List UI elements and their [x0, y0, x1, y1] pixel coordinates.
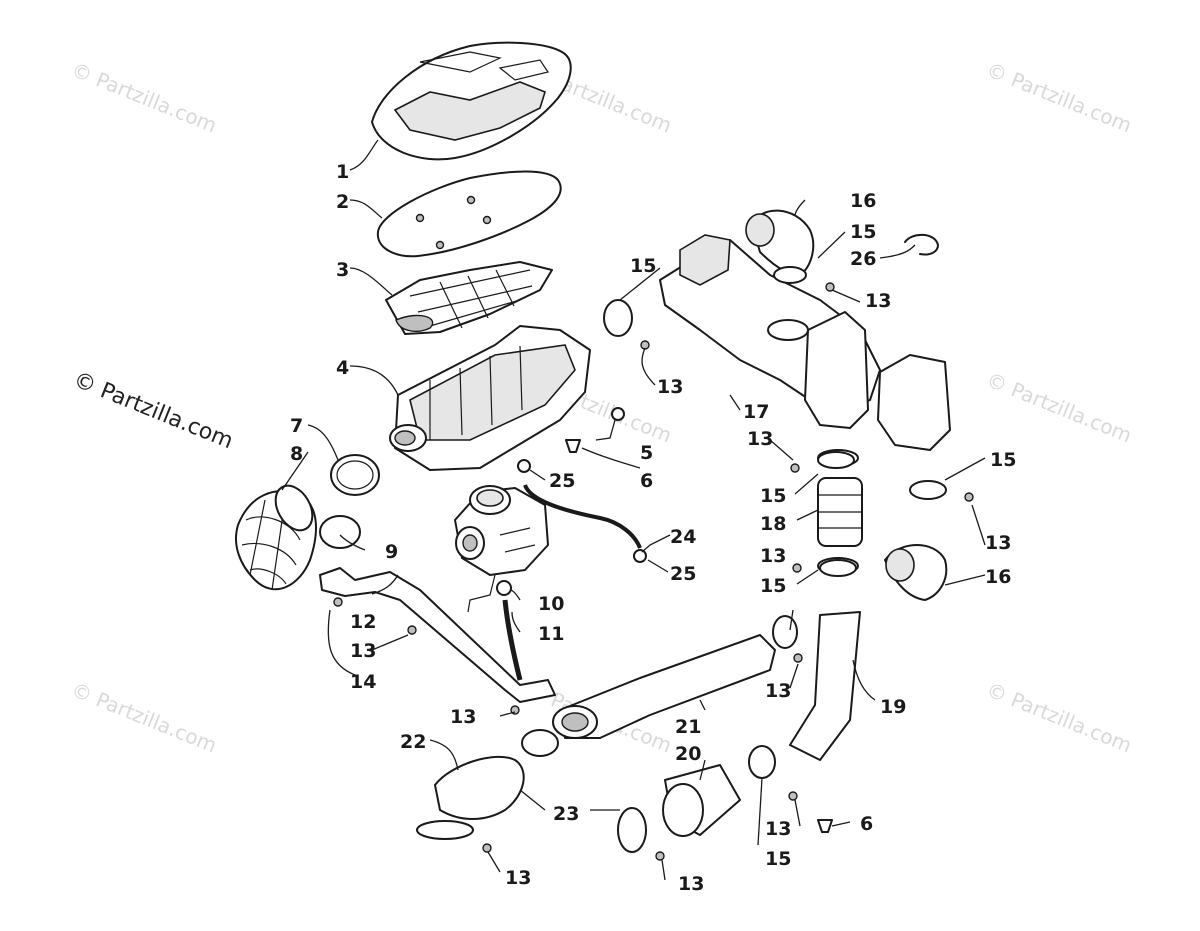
clip-25b [633, 549, 647, 563]
callout-9: 9 [385, 541, 398, 563]
callout-16: 16 [985, 566, 1011, 588]
callout-24: 24 [670, 526, 696, 548]
callout-13: 13 [760, 545, 786, 567]
tube-19 [789, 611, 861, 761]
mounting-bracket [319, 567, 556, 703]
callout-10: 10 [538, 593, 564, 615]
callout-13: 13 [350, 640, 376, 662]
grommet-6b [817, 819, 833, 833]
callout-15: 15 [850, 221, 876, 243]
copyright-label: © Partzilla.com [70, 367, 237, 454]
reducer-20 [617, 764, 741, 853]
watermark: © Partzilla.com [983, 57, 1135, 137]
callout-17: 17 [743, 401, 769, 423]
callout-20: 20 [675, 743, 701, 765]
watermark: © Partzilla.com [68, 57, 220, 137]
intake-silencer-21 [552, 634, 776, 739]
intake-boot [235, 454, 380, 591]
clip-25a [517, 459, 531, 473]
callout-13: 13 [765, 818, 791, 840]
callout-13: 13 [450, 706, 476, 728]
callout-13: 13 [765, 680, 791, 702]
callout-18: 18 [760, 513, 786, 535]
drain-hose [502, 599, 523, 681]
vent-hose [523, 484, 642, 549]
callout-3: 3 [336, 259, 349, 281]
callout-8: 8 [290, 443, 303, 465]
callout-13: 13 [865, 290, 891, 312]
filter-cage [385, 261, 553, 335]
callout-5: 5 [640, 442, 653, 464]
fitting-5 [611, 407, 625, 421]
intake-elbow-22 [416, 729, 559, 840]
callout-6: 6 [640, 470, 653, 492]
callout-14: 14 [350, 671, 376, 693]
elbow-16b-opening [885, 548, 915, 582]
callout-25: 25 [670, 563, 696, 585]
grommet-6a [565, 439, 581, 453]
callout-15: 15 [630, 255, 656, 277]
watermark: © Partzilla.com [983, 677, 1135, 757]
callout-13: 13 [657, 376, 683, 398]
callout-1: 1 [336, 161, 349, 183]
callout-21: 21 [675, 716, 701, 738]
callout-15: 15 [990, 449, 1016, 471]
snap-ring-26 [904, 233, 939, 256]
callout-13: 13 [747, 428, 773, 450]
watermarks: © Partzilla.com © Partzilla.com © Partzi… [68, 57, 1135, 757]
callout-15: 15 [765, 848, 791, 870]
carburetor [454, 485, 549, 613]
air-filter-element [376, 170, 562, 258]
callout-23: 23 [553, 803, 579, 825]
watermark: © Partzilla.com [68, 677, 220, 757]
callout-7: 7 [290, 415, 303, 437]
callout-22: 22 [400, 731, 426, 753]
callout-13: 13 [505, 867, 531, 889]
airbox-cover [371, 41, 572, 161]
callout-2: 2 [336, 191, 349, 213]
callout-13: 13 [985, 532, 1011, 554]
callout-6: 6 [860, 813, 873, 835]
callout-16: 16 [850, 190, 876, 212]
callout-11: 11 [538, 623, 564, 645]
callout-15: 15 [760, 485, 786, 507]
elbow-16a-opening [745, 213, 775, 247]
callout-labels: 1 2 3 4 7 8 9 15 13 5 6 25 24 25 10 11 1… [290, 161, 1016, 895]
callout-12: 12 [350, 611, 376, 633]
airbox [389, 325, 591, 471]
callout-4: 4 [336, 357, 349, 379]
screws [333, 282, 974, 861]
leader-lines [281, 139, 986, 881]
callout-25: 25 [549, 470, 575, 492]
callout-19: 19 [880, 696, 906, 718]
intake-duct-17 [659, 234, 951, 451]
callout-13: 13 [678, 873, 704, 895]
callout-26: 26 [850, 248, 876, 270]
watermark: © Partzilla.com [983, 367, 1135, 447]
callout-15: 15 [760, 575, 786, 597]
